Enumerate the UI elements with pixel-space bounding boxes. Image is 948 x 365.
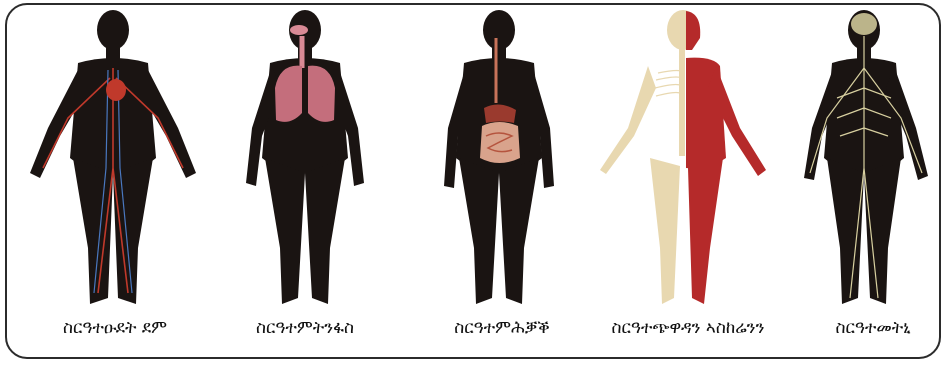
system-label-digestive: ስርዓተምሕቓቕ	[432, 318, 572, 348]
musculoskeletal-system-icon	[588, 8, 778, 310]
system-label-circulatory: ስርዓተዑደት ደም	[40, 318, 190, 348]
system-label-musculoskeletal: ስርዓተጭዋዳን ኣስከሬንን	[598, 318, 778, 348]
nervous-system-icon	[782, 8, 947, 310]
system-label-respiratory: ስርዓተምትንፋስ	[235, 318, 375, 348]
respiratory-system-icon	[210, 8, 400, 310]
circulatory-system-icon	[18, 8, 208, 310]
digestive-system-icon	[404, 8, 594, 310]
system-label-nervous: ስርዓተመትኒ	[818, 318, 928, 348]
